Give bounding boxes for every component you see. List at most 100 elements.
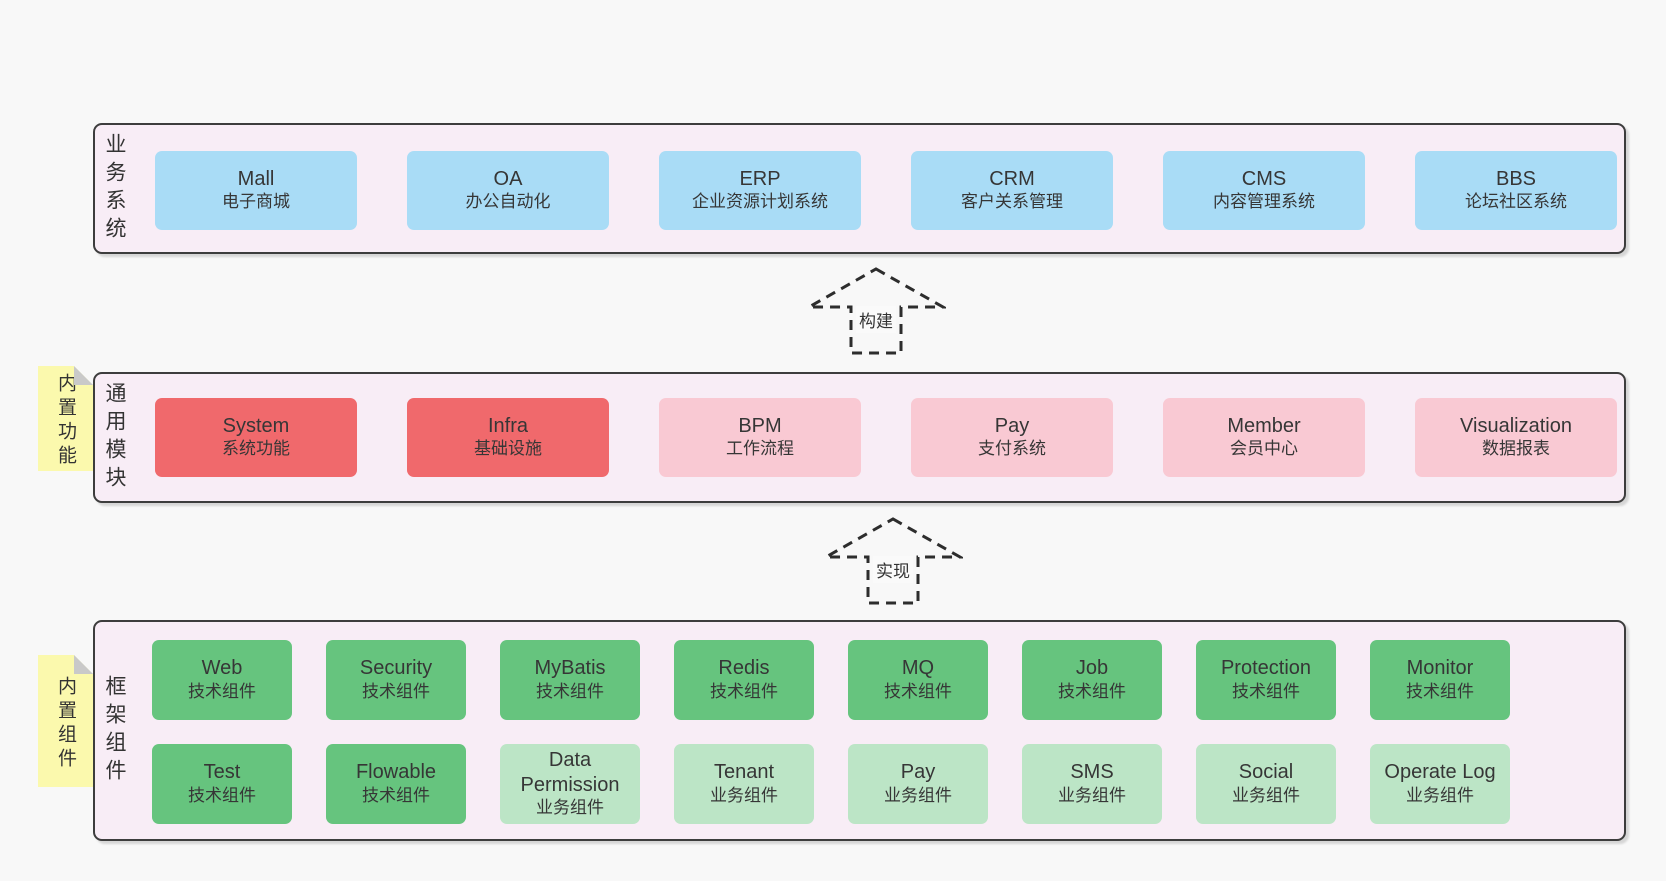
arrow-implement: 实现 (823, 516, 963, 606)
box-pay: Pay 支付系统 (911, 398, 1113, 477)
box-subtitle: 技术组件 (362, 785, 430, 805)
box-sms: SMS 业务组件 (1022, 744, 1162, 824)
box-subtitle: 技术组件 (362, 681, 430, 701)
box-title: Tenant (713, 761, 775, 784)
box-subtitle: 业务组件 (710, 785, 778, 805)
box-title: Operate Log (1384, 761, 1496, 784)
box-subtitle: 内容管理系统 (1213, 192, 1315, 212)
sticky-built-in-features: 内置功能 (38, 366, 93, 471)
box-bpm: BPM 工作流程 (659, 398, 861, 477)
box-title: Protection (1220, 657, 1312, 680)
arrow-build: 构建 (806, 266, 946, 356)
box-tenant: Tenant 业务组件 (674, 744, 814, 824)
band-common-modules: 通用模块 System 系统功能 Infra 基础设施 BPM 工作流程 Pay… (93, 372, 1626, 503)
box-subtitle: 技术组件 (188, 681, 256, 701)
sticky-built-in-components: 内置组件 (38, 655, 93, 787)
box-title: Mall (237, 167, 275, 190)
box-title: CMS (1241, 167, 1287, 190)
box-title: CRM (989, 167, 1035, 190)
box-pay-component: Pay 业务组件 (848, 744, 988, 824)
box-job: Job 技术组件 (1022, 640, 1162, 720)
band-business-systems: 业务系统 Mall 电子商城 OA 办公自动化 ERP 企业资源计划系统 CRM… (93, 123, 1626, 254)
box-protection: Protection 技术组件 (1196, 640, 1336, 720)
box-subtitle: 业务组件 (884, 785, 952, 805)
box-title: Redis (718, 657, 770, 680)
box-subtitle: 系统功能 (222, 439, 290, 459)
box-title: Web (201, 657, 243, 680)
business-systems-row: Mall 电子商城 OA 办公自动化 ERP 企业资源计划系统 CRM 客户关系… (155, 151, 1617, 230)
box-operate-log: Operate Log 业务组件 (1370, 744, 1510, 824)
box-subtitle: 业务组件 (1406, 785, 1474, 805)
box-subtitle: 客户关系管理 (961, 192, 1063, 212)
up-block-arrow-icon (806, 267, 946, 355)
box-title: Member (1227, 414, 1301, 437)
box-subtitle: 业务组件 (536, 797, 604, 817)
box-subtitle: 技术组件 (1232, 681, 1300, 701)
box-title: Security (359, 657, 433, 680)
box-subtitle: 支付系统 (978, 439, 1046, 459)
box-crm: CRM 客户关系管理 (911, 151, 1113, 230)
box-title: Monitor (1406, 657, 1474, 680)
box-title: Test (203, 761, 241, 784)
box-title: MyBatis (534, 657, 606, 680)
box-title: SMS (1070, 761, 1114, 784)
box-subtitle: 技术组件 (1058, 681, 1126, 701)
box-oa: OA 办公自动化 (407, 151, 609, 230)
box-subtitle: 业务组件 (1232, 785, 1300, 805)
box-title: BPM (738, 414, 782, 437)
box-data-permission: Data Permission 业务组件 (500, 744, 640, 824)
box-title: ERP (739, 167, 781, 190)
sticky-label: 内置功能 (55, 372, 76, 469)
box-title: Data Permission (520, 749, 620, 796)
box-redis: Redis 技术组件 (674, 640, 814, 720)
box-subtitle: 技术组件 (536, 681, 604, 701)
box-subtitle: 办公自动化 (465, 192, 551, 212)
box-subtitle: 技术组件 (884, 681, 952, 701)
box-system: System 系统功能 (155, 398, 357, 477)
common-modules-row: System 系统功能 Infra 基础设施 BPM 工作流程 Pay 支付系统… (155, 398, 1617, 477)
box-erp: ERP 企业资源计划系统 (659, 151, 861, 230)
box-subtitle: 电子商城 (222, 192, 290, 212)
box-flowable: Flowable 技术组件 (326, 744, 466, 824)
box-bbs: BBS 论坛社区系统 (1415, 151, 1617, 230)
band-label-common-modules: 通用模块 (103, 381, 126, 494)
box-title: BBS (1495, 167, 1537, 190)
box-title: Visualization (1460, 414, 1572, 437)
arrow-build-label: 构建 (856, 306, 896, 333)
framework-components-row-1: Web 技术组件 Security 技术组件 MyBatis 技术组件 Redi… (152, 640, 1510, 720)
box-test: Test 技术组件 (152, 744, 292, 824)
box-title: Pay (900, 761, 936, 784)
box-subtitle: 论坛社区系统 (1465, 192, 1567, 212)
box-subtitle: 技术组件 (1406, 681, 1474, 701)
box-security: Security 技术组件 (326, 640, 466, 720)
band-label-framework-components: 框架组件 (103, 674, 126, 787)
box-subtitle: 业务组件 (1058, 785, 1126, 805)
box-title: System (222, 414, 290, 437)
box-cms: CMS 内容管理系统 (1163, 151, 1365, 230)
band-label-business-systems: 业务系统 (103, 132, 126, 245)
box-mybatis: MyBatis 技术组件 (500, 640, 640, 720)
up-block-arrow-icon (823, 517, 963, 605)
band-framework-components: 框架组件 Web 技术组件 Security 技术组件 MyBatis 技术组件… (93, 620, 1626, 841)
box-subtitle: 技术组件 (710, 681, 778, 701)
box-mq: MQ 技术组件 (848, 640, 988, 720)
box-subtitle: 企业资源计划系统 (692, 192, 828, 212)
box-member: Member 会员中心 (1163, 398, 1365, 477)
arrow-implement-label: 实现 (873, 556, 913, 583)
box-title: Job (1075, 657, 1109, 680)
box-title: OA (493, 167, 523, 190)
box-title: Flowable (355, 761, 437, 784)
box-social: Social 业务组件 (1196, 744, 1336, 824)
framework-components-row-2: Test 技术组件 Flowable 技术组件 Data Permission … (152, 744, 1510, 824)
box-web: Web 技术组件 (152, 640, 292, 720)
box-title: Social (1238, 761, 1294, 784)
box-title: Pay (994, 414, 1030, 437)
box-visualization: Visualization 数据报表 (1415, 398, 1617, 477)
box-subtitle: 技术组件 (188, 785, 256, 805)
box-monitor: Monitor 技术组件 (1370, 640, 1510, 720)
sticky-label: 内置组件 (55, 675, 76, 772)
box-title: MQ (901, 657, 935, 680)
box-mall: Mall 电子商城 (155, 151, 357, 230)
box-infra: Infra 基础设施 (407, 398, 609, 477)
